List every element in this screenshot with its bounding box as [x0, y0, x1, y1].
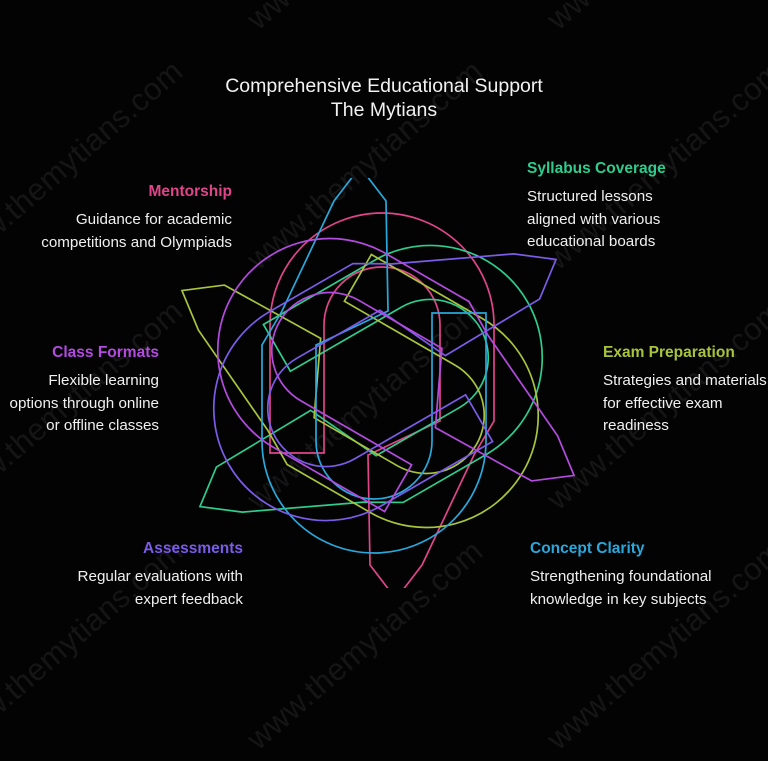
feature-mentorship: Mentorship Guidance for academic competi…: [40, 180, 232, 254]
feature-assessments-body: Regular evaluations with expert feedback: [77, 568, 243, 608]
feature-syllabus-coverage-heading: Syllabus Coverage: [527, 160, 666, 177]
knot-arm-assessments: [212, 253, 558, 522]
interlocking-knot-diagram: [148, 178, 608, 588]
page-title: Comprehensive Educational Support The My…: [0, 74, 768, 122]
watermark-text: www.themytians.com: [240, 0, 490, 37]
feature-assessments-heading: Assessments: [143, 540, 243, 557]
feature-assessments: Assessments Regular evaluations with exp…: [58, 537, 243, 611]
knot-arm-mentorship: [269, 212, 495, 588]
page-title-line-1: Comprehensive Educational Support: [225, 75, 543, 97]
feature-mentorship-body: Guidance for academic competitions and O…: [41, 211, 232, 251]
knot-arm-exam-prep: [180, 253, 540, 529]
feature-exam-preparation-body: Strategies and materials for effective e…: [603, 372, 767, 435]
feature-concept-clarity: Concept Clarity Strengthening foundation…: [530, 537, 720, 611]
feature-class-formats-heading: Class Formats: [52, 344, 159, 361]
feature-exam-preparation-heading: Exam Preparation: [603, 344, 735, 361]
page-title-line-2: The Mytians: [330, 99, 438, 121]
feature-class-formats: Class Formats Flexible learning options …: [0, 341, 159, 438]
watermark-text: www.themytians.com: [0, 0, 190, 37]
knot-arm-concept: [261, 178, 487, 554]
feature-class-formats-body: Flexible learning options through online…: [9, 372, 159, 435]
feature-concept-clarity-body: Strengthening foundational knowledge in …: [530, 568, 712, 608]
knot-arm-class-formats: [216, 237, 576, 513]
watermark-text: www.themytians.com: [540, 0, 768, 37]
feature-syllabus-coverage-body: Structured lessons aligned with various …: [527, 188, 661, 251]
feature-exam-preparation: Exam Preparation Strategies and material…: [603, 341, 768, 438]
feature-syllabus-coverage: Syllabus Coverage Structured lessons ali…: [527, 157, 702, 254]
knot-arm-syllabus: [198, 244, 544, 513]
knot-svg: [180, 178, 576, 588]
feature-concept-clarity-heading: Concept Clarity: [530, 540, 645, 557]
feature-mentorship-heading: Mentorship: [148, 183, 232, 200]
